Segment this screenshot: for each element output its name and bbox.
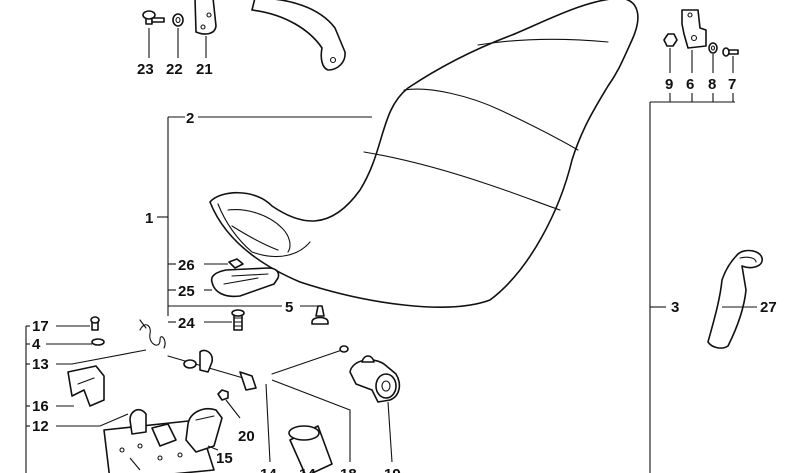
- callout-17: 17: [32, 318, 49, 335]
- callout-25: 25: [178, 283, 195, 300]
- callout-18: 18: [340, 466, 357, 473]
- callout-14b: 14: [299, 466, 316, 473]
- callout-19: 19: [384, 466, 401, 473]
- release-cable[interactable]: [271, 345, 349, 375]
- screw-7[interactable]: [722, 47, 739, 57]
- callout-7: 7: [728, 76, 736, 93]
- nut-9[interactable]: [663, 33, 678, 47]
- callout-6: 6: [686, 76, 694, 93]
- latch-plate[interactable]: [210, 267, 280, 298]
- callout-21: 21: [196, 61, 213, 78]
- screw-17[interactable]: [90, 316, 100, 331]
- washer-4[interactable]: [91, 338, 105, 346]
- callout-20: 20: [238, 428, 255, 445]
- callout-15: 15: [216, 450, 233, 467]
- clip-26[interactable]: [228, 258, 244, 269]
- callout-26: 26: [178, 257, 195, 274]
- callout-9: 9: [665, 76, 673, 93]
- leader-lines: [25, 28, 757, 473]
- sleeve[interactable]: [288, 425, 333, 473]
- callout-12: 12: [32, 418, 49, 435]
- callout-24: 24: [178, 315, 195, 332]
- callout-5: 5: [285, 299, 293, 316]
- callout-4: 4: [32, 336, 41, 353]
- seat[interactable]: [209, 0, 639, 308]
- hook-bracket[interactable]: [67, 365, 105, 407]
- nut-20[interactable]: [217, 389, 229, 401]
- callout-1: 1: [145, 210, 153, 227]
- seat-bracket[interactable]: [194, 0, 346, 71]
- seat-strap[interactable]: [707, 249, 763, 349]
- bolt-24[interactable]: [231, 309, 245, 331]
- spring-13[interactable]: [139, 319, 166, 349]
- washer-8[interactable]: [708, 42, 718, 54]
- rubber-buffer[interactable]: [311, 305, 329, 325]
- callout-3: 3: [671, 299, 679, 316]
- callout-13: 13: [32, 356, 49, 373]
- screw-top-left[interactable]: [142, 10, 165, 25]
- callout-numbers: 23 22 21 2 1 26 25 5 24 9 6 8 7 3 27 17 …: [32, 61, 777, 473]
- release-lever[interactable]: [167, 349, 257, 391]
- callout-16: 16: [32, 398, 49, 415]
- washer-top-left[interactable]: [172, 13, 184, 27]
- seat-lock-bracket[interactable]: [681, 9, 707, 49]
- lock-cylinder[interactable]: [349, 355, 401, 403]
- callout-23: 23: [137, 61, 154, 78]
- callout-22: 22: [166, 61, 183, 78]
- lock-catch[interactable]: [185, 408, 223, 453]
- callout-27: 27: [760, 299, 777, 316]
- callout-8: 8: [708, 76, 716, 93]
- callout-2: 2: [186, 110, 194, 127]
- callout-14a: 14: [260, 466, 277, 473]
